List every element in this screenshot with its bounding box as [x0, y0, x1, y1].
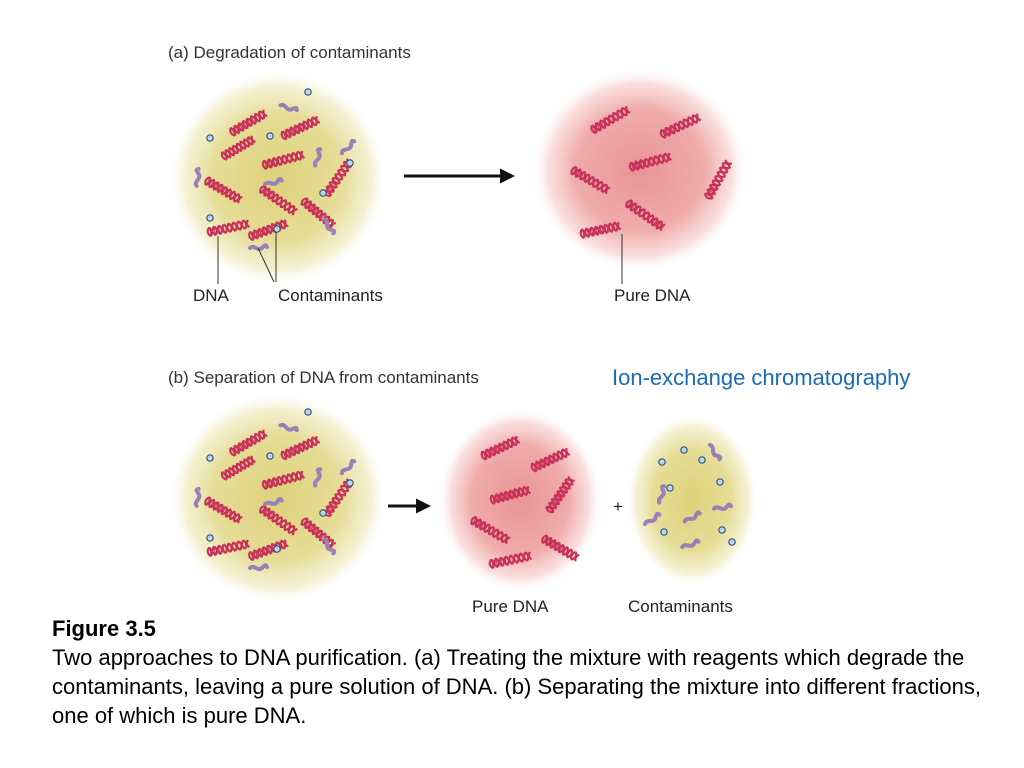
mixture-a-contents — [193, 88, 357, 252]
dna-helix-icon — [220, 455, 257, 481]
dna-helix-icon — [248, 539, 289, 562]
figure-caption: Figure 3.5 Two approaches to DNA purific… — [52, 614, 992, 730]
contaminant-worm-icon — [263, 496, 284, 507]
dna-helix-icon — [248, 219, 289, 242]
contaminant-dot-icon — [304, 88, 312, 96]
contaminant-worm-icon — [339, 458, 357, 476]
label-contaminants-b: Contaminants — [628, 597, 733, 616]
panel-b: (b) Separation of DNA from contaminants … — [168, 365, 910, 616]
contaminant-dot-icon — [680, 446, 688, 454]
dna-helix-icon — [545, 476, 575, 514]
dna-helix-icon — [220, 135, 257, 161]
dna-helix-icon — [206, 219, 251, 238]
panel-a: (a) Degradation of contaminants DNA Cont… — [168, 43, 748, 305]
contaminant-worm-icon — [278, 102, 299, 113]
contaminant-dot-icon — [273, 225, 281, 233]
contaminant-worm-icon — [312, 147, 323, 168]
dna-helix-icon — [659, 113, 702, 139]
contaminant-worm-icon — [193, 486, 202, 508]
contaminant-worm-icon — [712, 502, 733, 512]
dna-helix-icon — [259, 184, 298, 216]
contaminant-dot-icon — [716, 478, 724, 486]
mixture-b-contents — [193, 408, 357, 572]
caption-title: Figure 3.5 — [52, 616, 156, 641]
dna-helix-icon — [570, 165, 611, 194]
contaminant-worm-icon — [708, 443, 723, 462]
contaminant-worm-icon — [193, 166, 202, 188]
contaminant-dot-icon — [319, 509, 327, 517]
pure-dna-blob-b — [438, 408, 602, 592]
contaminant-dot-icon — [266, 452, 274, 460]
contaminant-dot-icon — [658, 458, 666, 466]
contaminants-blob-b — [626, 414, 758, 586]
contaminant-dot-icon — [206, 134, 214, 142]
dna-helix-icon — [261, 150, 306, 170]
contaminant-worm-icon — [643, 511, 662, 526]
label-contaminants-a: Contaminants — [278, 286, 383, 305]
contaminant-dot-icon — [666, 484, 674, 492]
dna-helix-icon — [488, 551, 533, 570]
contaminant-worm-icon — [682, 510, 702, 524]
contaminant-worm-icon — [263, 176, 284, 187]
contaminant-dot-icon — [206, 454, 214, 462]
contaminant-dot-icon — [698, 456, 706, 464]
contaminant-worm-icon — [656, 484, 667, 505]
contaminant-dot-icon — [266, 132, 274, 140]
pure-dna-blob-a — [532, 68, 748, 272]
dna-helix-icon — [280, 435, 321, 461]
label-pure-dna-b: Pure DNA — [472, 597, 549, 616]
dna-helix-icon — [322, 478, 354, 517]
contaminant-dot-icon — [304, 408, 312, 416]
label-dna-a: DNA — [193, 286, 230, 305]
dna-helix-icon — [259, 504, 298, 536]
dna-helix-icon — [489, 485, 532, 505]
contaminant-worm-icon — [322, 537, 337, 556]
pure-dna-a-contents — [570, 106, 732, 239]
leader-contaminant-a-1 — [257, 247, 275, 283]
dna-helix-icon — [541, 534, 580, 562]
dna-helix-icon — [206, 539, 251, 558]
dna-helix-icon — [703, 159, 732, 200]
contaminant-dot-icon — [660, 528, 668, 536]
dna-helix-icon — [261, 470, 306, 490]
dna-helix-icon — [530, 447, 571, 473]
contaminant-worm-icon — [248, 243, 269, 252]
contaminant-dot-icon — [346, 479, 354, 487]
contaminant-worm-icon — [322, 217, 337, 236]
contaminant-dot-icon — [346, 159, 354, 167]
dna-helix-icon — [625, 199, 666, 231]
dna-helix-icon — [579, 221, 622, 239]
caption-text: Two approaches to DNA purification. (a) … — [52, 645, 981, 728]
contaminant-worm-icon — [278, 422, 299, 433]
contaminant-worm-icon — [312, 467, 323, 488]
dna-helix-icon — [470, 515, 511, 544]
contaminants-b-contents — [643, 443, 736, 550]
contaminant-worm-icon — [248, 563, 269, 572]
plus-sign: + — [613, 497, 623, 516]
contaminant-dot-icon — [206, 214, 214, 222]
pure-dna-b-contents — [470, 435, 580, 570]
dna-helix-icon — [590, 106, 631, 135]
dna-helix-icon — [628, 152, 673, 172]
panel-a-title: (a) Degradation of contaminants — [168, 43, 411, 62]
dna-helix-icon — [229, 109, 268, 137]
contaminant-dot-icon — [319, 189, 327, 197]
dna-helix-icon — [204, 496, 243, 524]
contaminant-dot-icon — [728, 538, 736, 546]
label-pure-dna-a: Pure DNA — [614, 286, 691, 305]
dna-helix-icon — [480, 435, 521, 461]
panel-b-title: (b) Separation of DNA from contaminants — [168, 368, 479, 387]
contaminant-dot-icon — [206, 534, 214, 542]
dna-helix-icon — [280, 115, 321, 141]
ion-exchange-label: Ion-exchange chromatography — [612, 365, 910, 390]
contaminant-worm-icon — [680, 538, 701, 550]
contaminant-dot-icon — [718, 526, 726, 534]
dna-helix-icon — [204, 176, 243, 204]
contaminant-worm-icon — [339, 138, 357, 156]
dna-helix-icon — [229, 429, 268, 457]
contaminant-dot-icon — [273, 545, 281, 553]
